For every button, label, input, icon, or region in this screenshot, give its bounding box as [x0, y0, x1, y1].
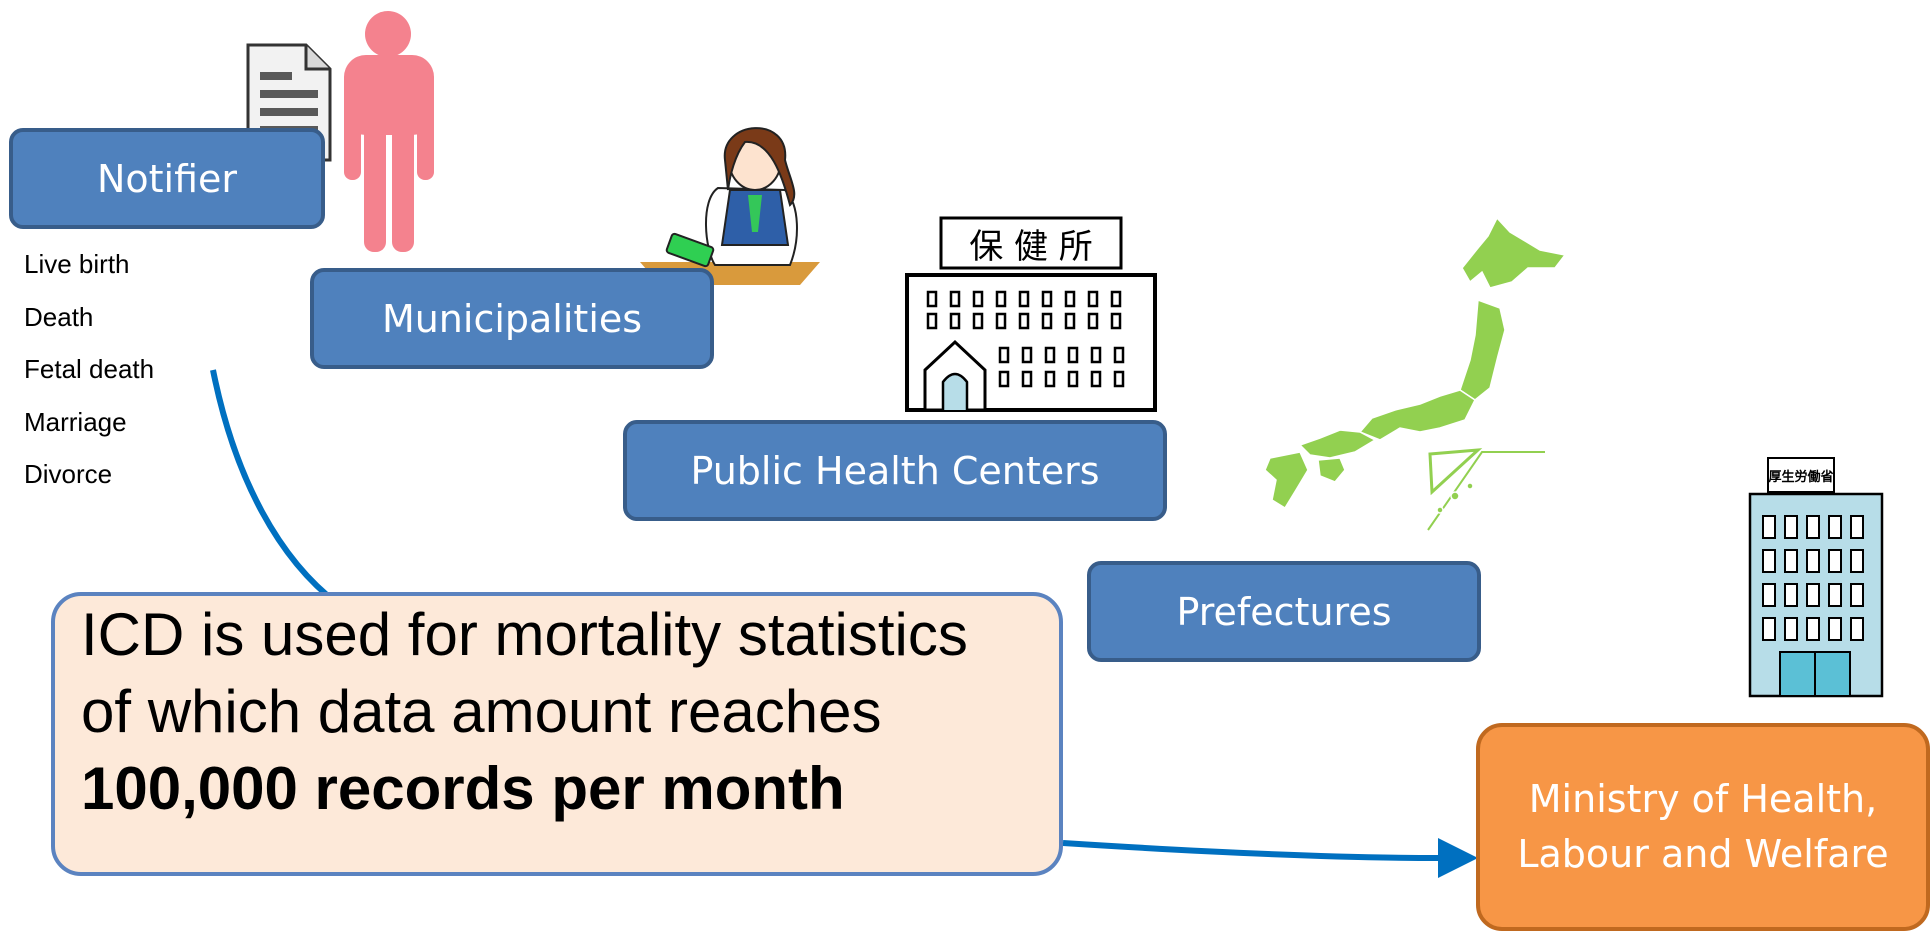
prefectures-label: Prefectures — [1176, 589, 1392, 634]
ministry-label-line2: Labour and Welfare — [1517, 832, 1889, 876]
flow-arrowhead — [1438, 838, 1478, 878]
health-center-building-icon — [905, 216, 1157, 412]
callout-emphasis: 100,000 records per month — [81, 755, 845, 822]
list-item: Marriage — [24, 406, 127, 437]
notifier-node: Notifier — [9, 128, 325, 229]
ministry-building-icon — [1748, 457, 1884, 698]
japan-map-icon — [1264, 216, 1567, 531]
notification-types-list: Live birth Death Fetal death Marriage Di… — [24, 244, 154, 507]
ministry-sign: 厚生労働省 — [1768, 469, 1834, 485]
icd-callout: ICD is used for mortality statistics of … — [51, 592, 1063, 876]
municipalities-node: Municipalities — [310, 268, 714, 369]
list-item: Fetal death — [24, 354, 155, 384]
list-item: Divorce — [24, 459, 113, 489]
list-item: Death — [24, 301, 94, 332]
health-center-sign: 保 健 所 — [969, 226, 1093, 267]
municipalities-label: Municipalities — [381, 296, 643, 341]
prefectures-node: Prefectures — [1087, 561, 1481, 662]
clerk-illustration — [640, 127, 820, 285]
public-health-centers-node: Public Health Centers — [623, 420, 1167, 521]
callout-text: ICD is used for mortality statistics of … — [81, 601, 968, 745]
ministry-label-line1: Ministry of Health, — [1528, 777, 1878, 821]
public-health-centers-label: Public Health Centers — [690, 448, 1100, 493]
ministry-node: Ministry of Health, Labour and Welfare — [1476, 723, 1930, 931]
notifier-label: Notifier — [96, 156, 238, 201]
person-icon — [344, 11, 434, 252]
flow-arrow — [210, 369, 1441, 861]
list-item: Live birth — [24, 249, 130, 279]
